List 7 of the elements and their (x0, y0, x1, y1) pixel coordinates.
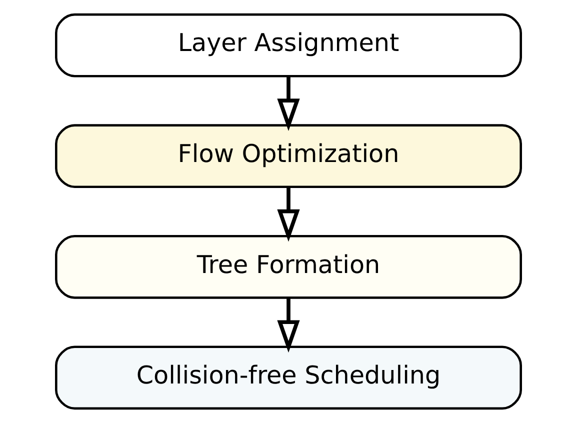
arrow (277, 187, 300, 242)
arrow (277, 76, 300, 131)
node-box: Flow Optimization (55, 124, 522, 188)
node-box: Layer Assignment (55, 13, 522, 78)
node-box: Collision-free Scheduling (55, 346, 522, 410)
node-box: Tree Formation (55, 234, 522, 299)
arrow (277, 298, 300, 353)
